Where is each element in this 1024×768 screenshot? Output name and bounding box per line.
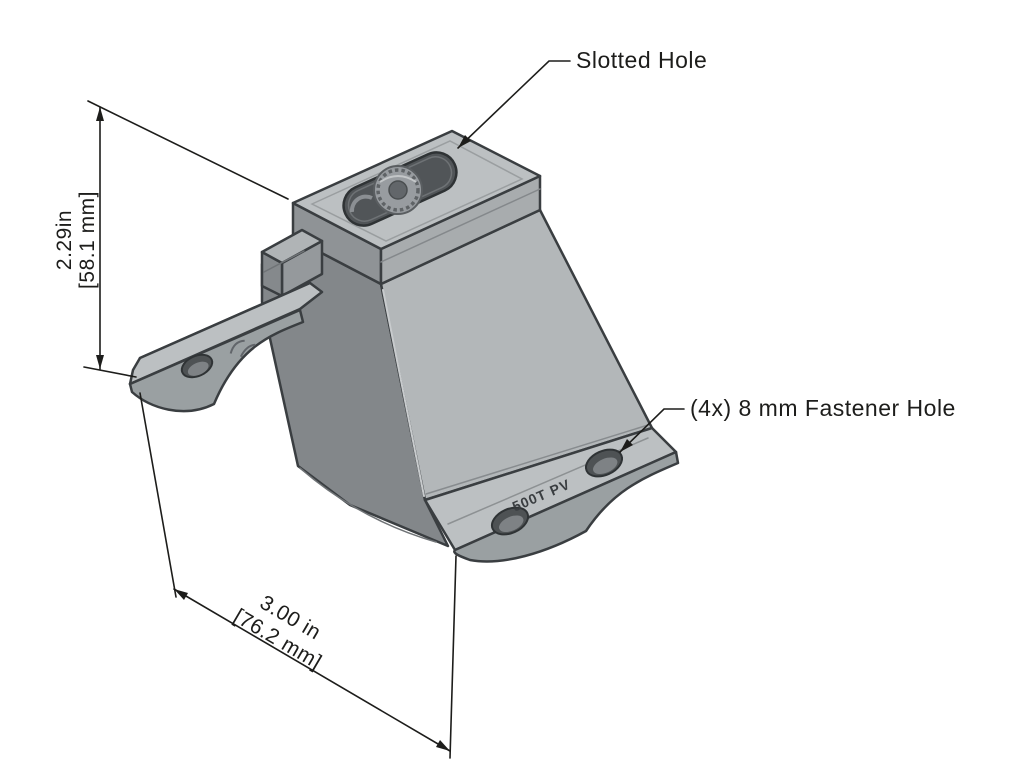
height-value-inches: 2.29in: [53, 210, 76, 270]
left-flange-hole-depth: [187, 361, 209, 376]
cap-right-crease: [380, 188, 541, 263]
fold-crease: [263, 250, 305, 273]
body-edge-highlight: [382, 289, 425, 497]
width-arrow-left: [174, 589, 188, 600]
height-extension-line-bottom: [83, 366, 137, 378]
body-bend-crease: [299, 467, 437, 543]
body-flange-crease: [425, 424, 649, 495]
left-flange-hole: [180, 353, 214, 379]
fold-top-face: [260, 228, 324, 265]
cap-top-inset-crease: [310, 140, 524, 242]
serrated-insert: [349, 165, 423, 215]
width-arrow-right: [436, 740, 450, 751]
width-dimension-line: [173, 588, 451, 752]
bracket: 500T PV: [128, 129, 680, 563]
width-extension-line-left: [139, 392, 177, 598]
embossed-logo-icon: [229, 339, 256, 358]
insert-highlight: [379, 175, 417, 183]
height-dimension: 2.29in [58.1 mm]: [53, 100, 289, 378]
slotted-hole-leader-arrow: [458, 135, 471, 148]
fastener-hole-label: (4x) 8 mm Fastener Hole: [690, 395, 956, 421]
top-cap: [291, 129, 542, 286]
fastener-hole-leader-arrow: [620, 439, 633, 452]
width-dimension-text: 3.00 in [76.2 mm]: [230, 591, 326, 674]
fastener-hole-front: [490, 506, 530, 536]
fastener-hole-rear: [584, 448, 624, 478]
slotted-hole-leader-line: [457, 60, 571, 149]
height-arrow-top: [96, 107, 104, 121]
height-arrow-bottom: [96, 355, 104, 369]
insert-coil: [349, 194, 373, 213]
slotted-hole-label: Slotted Hole: [576, 47, 707, 73]
left-base-flange: [128, 281, 324, 413]
right-base-flange: 500T PV: [423, 426, 680, 563]
fastener-hole-leader-line: [619, 408, 685, 453]
fastener-hole-rear-depth: [593, 457, 618, 475]
fastener-hole-front-depth: [499, 515, 524, 533]
fastener-hole-callout: (4x) 8 mm Fastener Hole: [619, 395, 956, 453]
width-extension-line-right: [449, 555, 457, 759]
slotted-hole-callout: Slotted Hole: [457, 47, 707, 149]
height-extension-line-top: [87, 100, 289, 200]
insert-bore: [388, 180, 408, 200]
left-flange-front-edge: [128, 308, 305, 413]
height-value-millimeters: [58.1 mm]: [76, 191, 99, 289]
insert-serration: [376, 168, 420, 212]
